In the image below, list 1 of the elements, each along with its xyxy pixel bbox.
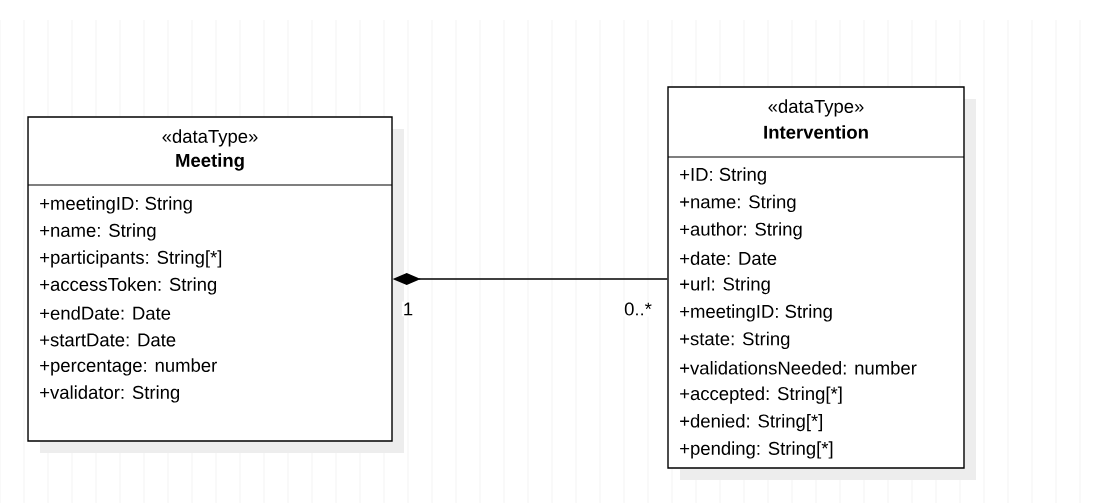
multiplicity-label: 0..* xyxy=(623,301,653,317)
